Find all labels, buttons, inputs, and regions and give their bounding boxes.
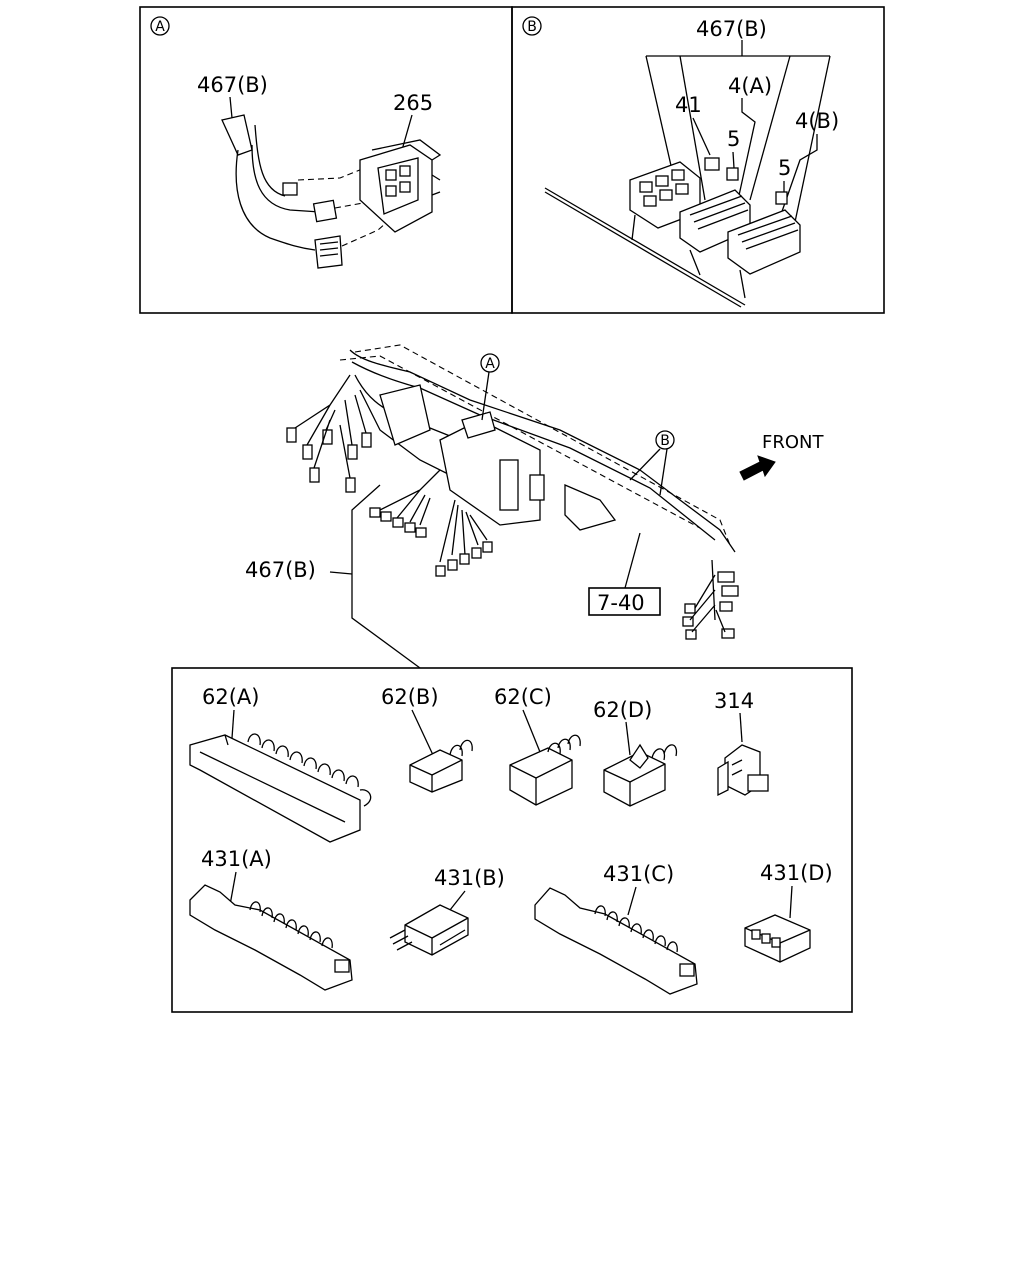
- label-431a: 431(A): [201, 847, 272, 871]
- central-bracket: [439, 419, 541, 526]
- main-marker-a-circle: [480, 353, 500, 373]
- label-62a: 62(A): [202, 685, 259, 709]
- label-5-b: 5: [778, 156, 791, 180]
- right-connector-1: [717, 571, 735, 583]
- side-module: [564, 484, 617, 531]
- detail-a-marker: A: [155, 19, 165, 35]
- label-62b: 62(B): [381, 685, 439, 709]
- harness-sleeve: [221, 114, 253, 156]
- label-4a: 4(A): [728, 74, 772, 98]
- detail-b-panel: B 467(B) 41 4(A) 5 4(B) 5: [511, 6, 885, 314]
- main-marker-b-circle: [655, 430, 675, 450]
- clip-5-b: [775, 191, 788, 205]
- detail-a-panel: A 467(B) 265: [139, 6, 513, 314]
- label-62d: 62(D): [593, 698, 652, 722]
- label-5-a: 5: [727, 127, 740, 151]
- reference-label: 7-40: [597, 591, 645, 615]
- main-marker-a: A: [485, 356, 495, 372]
- connector-431b: [389, 890, 469, 956]
- right-connector-2: [721, 585, 739, 597]
- connector-62b: [409, 709, 473, 793]
- mounting-rail: [544, 187, 746, 306]
- label-467b-detail-a: 467(B): [197, 73, 268, 97]
- detail-a-marker-circle: [150, 16, 170, 36]
- junction-box: [499, 459, 519, 511]
- main-marker-b: B: [660, 433, 670, 449]
- label-62c: 62(C): [494, 685, 552, 709]
- main-harness-view: A B FRONT 467(B) 7-40: [245, 344, 824, 669]
- detail-a-location: [461, 411, 496, 439]
- label-431c: 431(C): [603, 862, 674, 886]
- parts-box-frame: [171, 667, 853, 1013]
- connector-431d: [744, 885, 811, 963]
- detail-b-marker: B: [527, 19, 537, 35]
- parts-box: 62(A) 62(B) 62(C) 62(D) 314 431(A) 431(B…: [171, 667, 853, 1013]
- label-265: 265: [393, 91, 433, 115]
- small-connector-a2: [312, 199, 338, 223]
- main-label-467b: 467(B): [245, 558, 316, 582]
- label-314: 314: [714, 689, 754, 713]
- harness-trunk: [349, 349, 736, 553]
- label-467b-detail-b: 467(B): [696, 17, 767, 41]
- label-431d: 431(D): [760, 861, 833, 885]
- front-label: FRONT: [762, 432, 824, 453]
- connector-431a: [189, 871, 353, 991]
- connector-62c: [509, 709, 581, 806]
- detail-b-marker-circle: [522, 16, 542, 36]
- reference-box: [588, 587, 661, 616]
- small-clip-41: [704, 157, 720, 171]
- clip-5-a: [726, 167, 739, 181]
- detail-b-frame: [511, 6, 885, 314]
- connector-431c: [534, 886, 698, 995]
- left-bracket: [379, 384, 431, 446]
- label-4b: 4(B): [795, 109, 839, 133]
- connector-314: [717, 712, 769, 797]
- connector-265: [359, 139, 442, 233]
- relay-block-4b: [727, 209, 801, 275]
- front-arrow-icon: [739, 455, 776, 481]
- connector-62d: [603, 721, 678, 807]
- small-connector-a1: [282, 182, 298, 196]
- connector-62a: [189, 709, 372, 843]
- small-connector-a3: [314, 235, 343, 269]
- label-431b: 431(B): [434, 866, 505, 890]
- relay-unit: [529, 474, 545, 501]
